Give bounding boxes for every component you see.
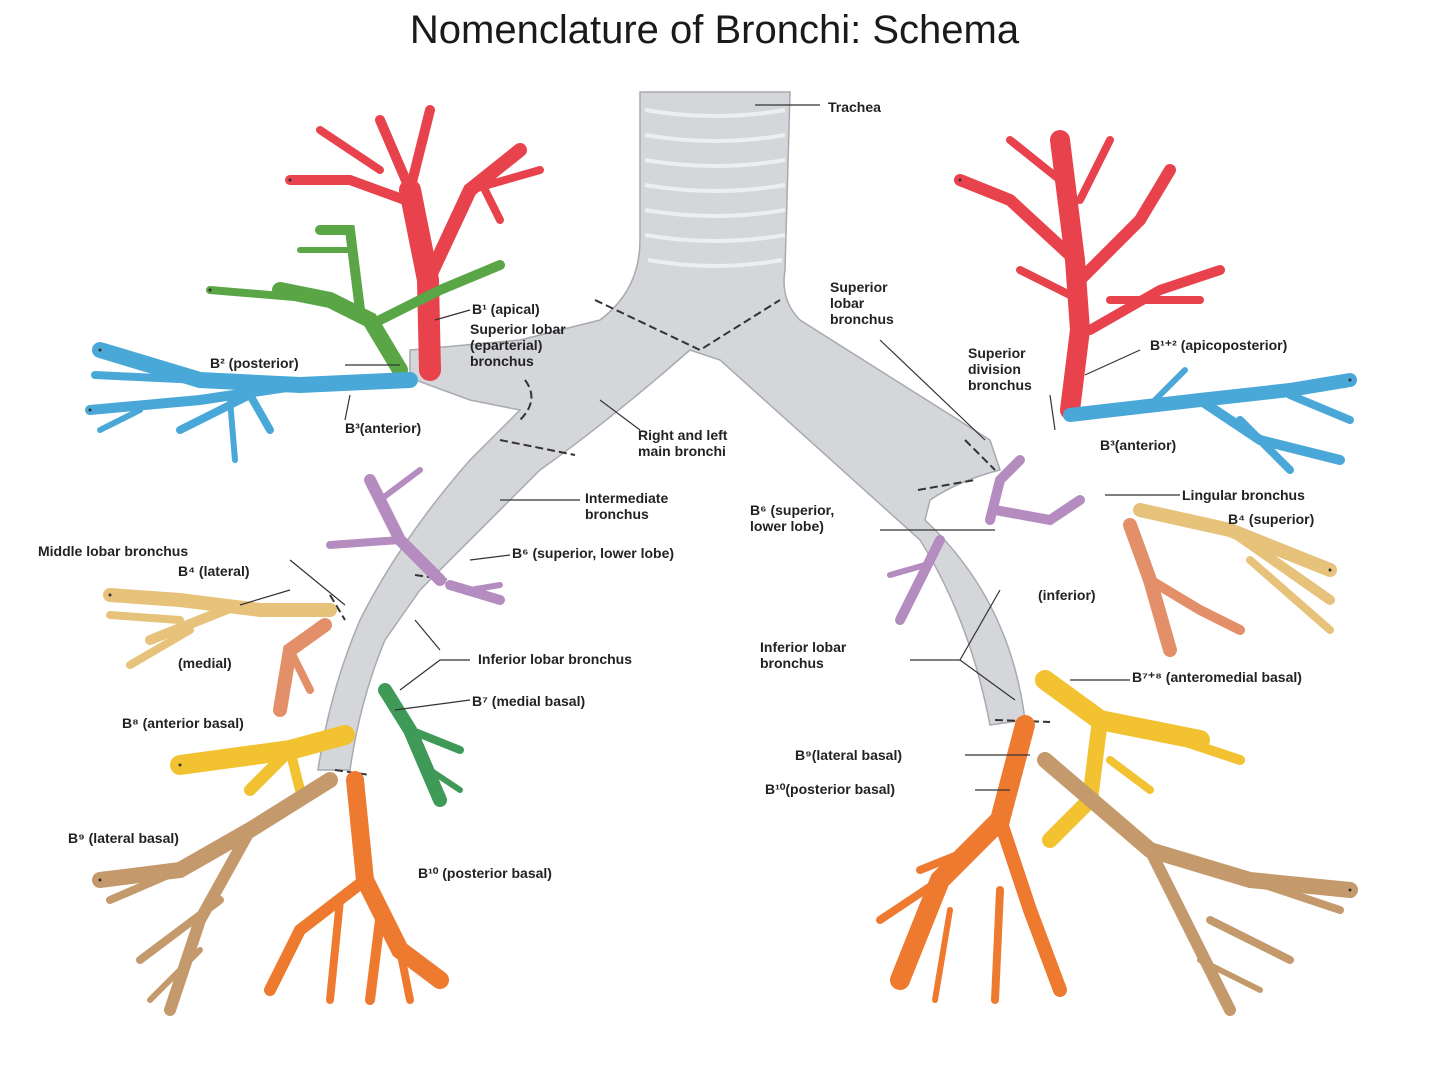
right-middle-lobe-b5-branches (273, 618, 332, 717)
main-bronchi-label: Right and left main bronchi (638, 427, 731, 459)
right-b10-posterior-basal-label: B¹⁰ (posterior basal) (418, 865, 552, 881)
right-b6-superior-branches (326, 467, 505, 605)
middle-lobar-bronchus-label: Middle lobar bronchus (38, 543, 188, 559)
right-b5-medial-label: (medial) (178, 655, 232, 671)
right-b6-superior-label: B⁶ (superior, lower lobe) (512, 545, 674, 561)
diagram-title: Nomenclature of Bronchi: Schema (409, 8, 1020, 52)
left-b6-superior-label: B⁶ (superior, lower lobe) (750, 502, 838, 534)
right-b7-medial-basal-branches (378, 683, 464, 807)
segment-tick-marks (88, 178, 1352, 892)
right-b10-posterior-basal-branches (264, 771, 449, 1005)
left-b78-anteromedial-basal-branches (1035, 670, 1245, 848)
left-b3-anterior-label: B³(anterior) (1100, 437, 1176, 453)
right-b1-apical-label: B¹ (apical) (472, 301, 540, 317)
left-b6-superior-branches (887, 455, 1085, 625)
left-b10-posterior-basal-label: B¹⁰(posterior basal) (765, 781, 895, 797)
intermediate-bronchus-label: Intermediate bronchus (585, 490, 672, 522)
left-b9-lateral-basal-label: B⁹(lateral basal) (795, 747, 902, 763)
right-b3-anterior-label: B³(anterior) (345, 420, 421, 436)
right-b7-medial-basal-label: B⁷ (medial basal) (472, 693, 585, 709)
right-b3-anterior-branches (85, 342, 418, 463)
left-b4-superior-label: B⁴ (superior) (1228, 511, 1314, 527)
left-b12-apicoposterior-label: B¹⁺² (apicoposterior) (1150, 337, 1287, 353)
right-b8-anterior-basal-branches (170, 725, 355, 796)
right-inferior-lobar-label: Inferior lobar bronchus (478, 651, 632, 667)
trachea-label: Trachea (828, 99, 881, 115)
left-b78-anteromedial-label: B⁷⁺⁸ (anteromedial basal) (1132, 669, 1302, 685)
right-b4-lateral-label: B⁴ (lateral) (178, 563, 250, 579)
right-b9-lateral-basal-label: B⁹ (lateral basal) (68, 830, 179, 846)
leader-lines (239, 104, 1180, 791)
left-lingular-b4-branches (1133, 503, 1337, 634)
right-b2-posterior-label: B² (posterior) (210, 355, 299, 371)
left-lingular-b5-branches (1123, 518, 1245, 657)
left-b9-lateral-basal-branches (1037, 752, 1358, 1016)
right-b8-anterior-basal-label: B⁸ (anterior basal) (122, 715, 244, 731)
tracheal-rings (644, 108, 786, 268)
right-middle-lobe-b4-branches (103, 588, 337, 669)
left-b10-posterior-basal-branches (876, 715, 1067, 1004)
right-b2-posterior-branches (206, 225, 505, 378)
right-superior-lobar-label: Superior lobar (eparterial)bronchus (470, 321, 570, 369)
left-b12-apicoposterior-branches (954, 130, 1225, 420)
right-b9-lateral-basal-branches (92, 772, 338, 1016)
left-inferior-lobar-label: Inferior lobar bronchus (760, 639, 850, 671)
left-b3-anterior-branches (1063, 367, 1357, 474)
right-b1-apical-branches (285, 105, 544, 381)
left-b5-inferior-label: (inferior) (1038, 587, 1096, 603)
lingular-bronchus-label: Lingular bronchus (1182, 487, 1305, 503)
